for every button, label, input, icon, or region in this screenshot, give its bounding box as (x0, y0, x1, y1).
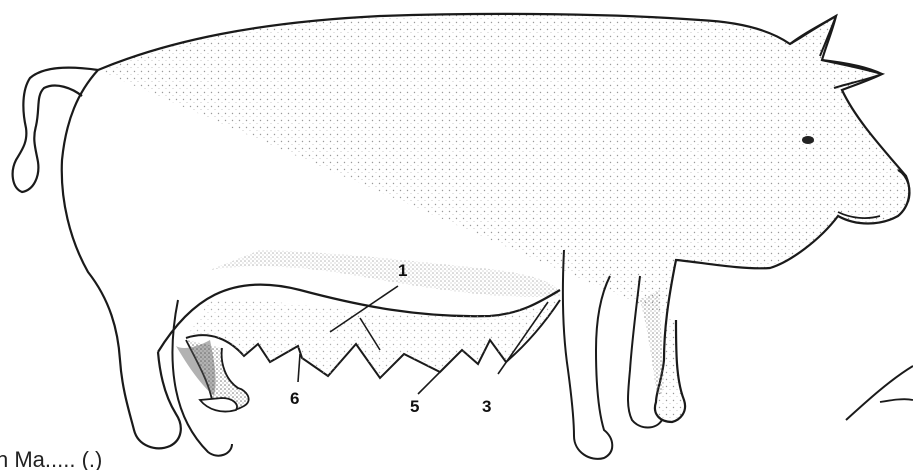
figure-caption: n Ma..... (.) (0, 449, 102, 470)
flank-shading (210, 250, 560, 297)
rump-outline (62, 70, 181, 448)
label-1: 1 (398, 262, 407, 279)
label-5: 5 (410, 398, 419, 415)
hind-hoof (200, 398, 237, 412)
partial-animal-outline (846, 366, 913, 420)
label-6: 6 (290, 390, 299, 407)
leader-line-6 (298, 354, 300, 382)
thigh-shading (176, 340, 216, 396)
eye (802, 136, 814, 144)
partial-animal-leg (880, 399, 913, 402)
label-3: 3 (482, 398, 491, 415)
